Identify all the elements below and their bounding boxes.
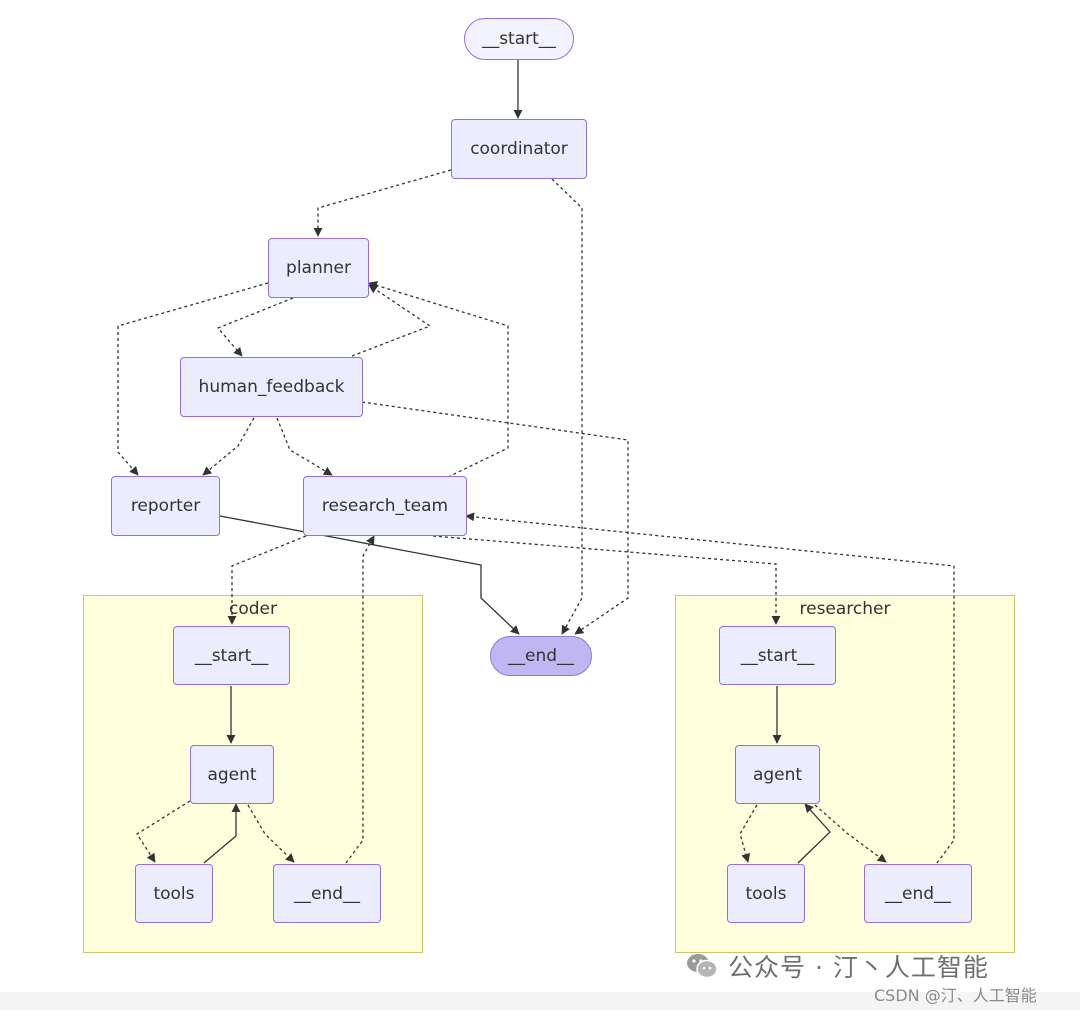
edge-research-team-researcher	[432, 535, 781, 625]
coder-node-agent[interactable]: agent	[190, 745, 274, 804]
coder-subgraph-label: coder	[229, 599, 277, 619]
edge-human-feedback-planner	[351, 284, 432, 357]
researcher-node-start[interactable]: __start__	[719, 626, 836, 685]
researcher-node-agent[interactable]: agent	[735, 745, 820, 804]
edge-planner-human-feedback	[216, 297, 294, 357]
edge-coder-research-team	[345, 535, 375, 864]
bottom-band	[0, 992, 1080, 1010]
edge-researcher-agent-tools	[739, 804, 758, 863]
edge-reporter-end	[219, 515, 520, 635]
edge-planner-reporter	[117, 282, 269, 476]
edge-research-team-planner	[368, 281, 509, 478]
edge-researcher-research-team	[465, 512, 955, 864]
node-start[interactable]: __start__	[464, 18, 574, 60]
edge-researcher-agent-end	[814, 804, 887, 863]
edge-coordinator-end	[551, 178, 583, 635]
researcher-node-end[interactable]: __end__	[864, 864, 972, 923]
edge-coordinator-planner	[313, 169, 452, 237]
edge-coder-agent-tools	[136, 800, 191, 863]
node-reporter[interactable]: reporter	[111, 476, 220, 536]
edge-coder-agent-end	[247, 804, 295, 863]
edge-research-team-coder	[227, 535, 307, 625]
edge-researcher-tools-agent	[797, 803, 831, 864]
coder-node-tools[interactable]: tools	[135, 864, 213, 923]
edge-human-feedback-reporter	[202, 417, 255, 476]
researcher-subgraph-label: researcher	[799, 599, 891, 619]
watermark: 公众号 · 汀丶人工智能	[686, 948, 989, 984]
edge-human-feedback-research-team	[276, 417, 333, 476]
node-research-team[interactable]: research_team	[303, 476, 467, 536]
csdn-attribution: CSDN @汀、人工智能	[874, 986, 1037, 1005]
wechat-icon	[687, 954, 718, 979]
node-end[interactable]: __end__	[490, 636, 592, 676]
watermark-text: 公众号 · 汀丶人工智能	[728, 953, 989, 982]
coder-node-end[interactable]: __end__	[273, 864, 381, 923]
edge-human-feedback-end	[361, 401, 629, 635]
node-coordinator[interactable]: coordinator	[451, 119, 587, 179]
researcher-node-tools[interactable]: tools	[727, 864, 805, 923]
coder-node-start[interactable]: __start__	[173, 626, 290, 685]
node-human-feedback[interactable]: human_feedback	[180, 357, 363, 417]
node-planner[interactable]: planner	[268, 238, 369, 298]
edge-coder-tools-agent	[203, 803, 241, 864]
